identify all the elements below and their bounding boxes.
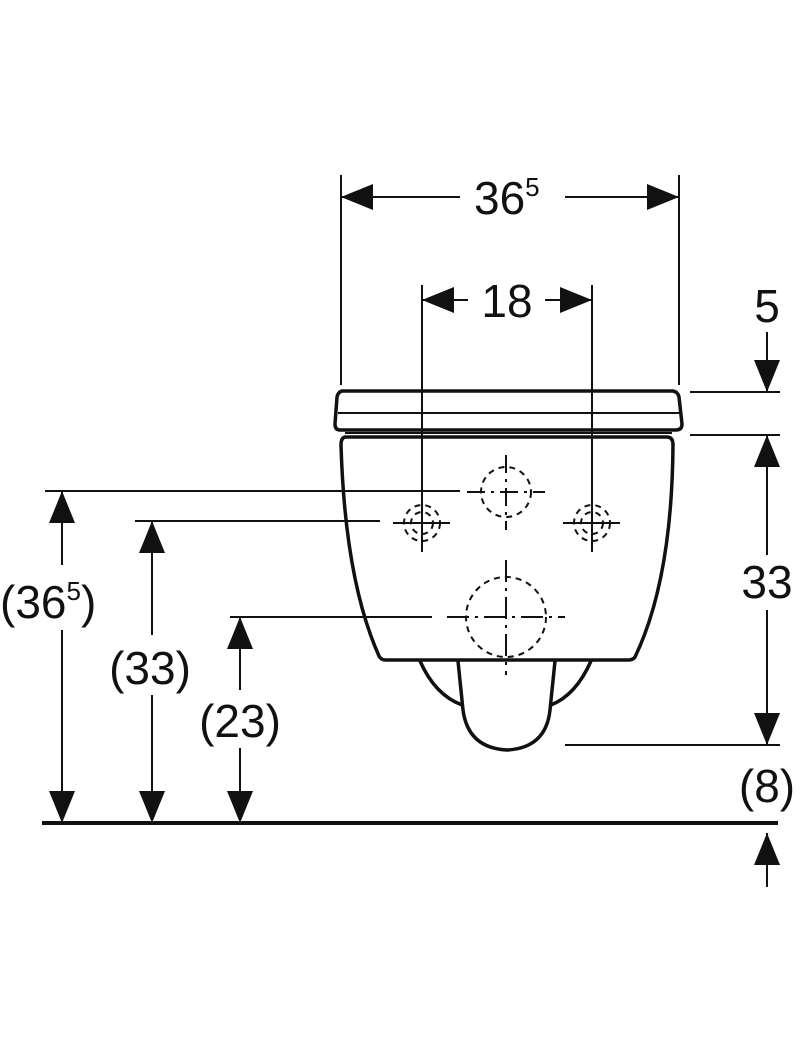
fixing-centres-label: 18: [481, 275, 532, 327]
pan-height-label: 33: [741, 556, 792, 608]
wc-outline: [333, 389, 684, 752]
floor-clearance-dimension: (8): [739, 760, 795, 887]
left-height-dimension-3: (23): [199, 616, 432, 823]
arrow-down-icon: [227, 791, 253, 823]
overall-width-label: 36: [474, 172, 525, 224]
left-height-3-label: (23): [199, 695, 281, 747]
seat-thickness-dimension: 5: [690, 280, 780, 436]
arrow-left-icon: [422, 287, 454, 313]
overall-width-dimension: 365: [340, 172, 680, 385]
arrow-down-icon: [139, 791, 165, 823]
seat-thickness-label: 5: [754, 280, 780, 332]
floor-clearance-label: (8): [739, 760, 795, 812]
arrow-down-icon: [754, 713, 780, 745]
right-fixing-point: [563, 495, 620, 552]
arrow-right-icon: [560, 287, 592, 313]
outlet-connection: [447, 560, 565, 675]
svg-text:(365): (365): [0, 576, 96, 628]
arrow-up-icon: [754, 435, 780, 467]
left-height-2-label: (33): [109, 642, 191, 694]
left-height-dimension-1: (365): [0, 490, 460, 823]
pan-height-dimension: 33: [565, 435, 793, 746]
svg-text:365: 365: [474, 172, 540, 224]
upper-centre-connection: [467, 455, 545, 530]
arrow-left-icon: [341, 184, 373, 210]
arrow-up-icon: [139, 521, 165, 553]
arrow-down-icon: [49, 791, 75, 823]
left-height-dimension-2: (33): [109, 520, 380, 823]
arrow-down-icon: [754, 360, 780, 392]
left-fixing-point: [393, 495, 450, 552]
arrow-up-icon: [754, 833, 780, 865]
arrow-right-icon: [647, 184, 679, 210]
arrow-up-icon: [227, 617, 253, 649]
arrow-up-icon: [49, 491, 75, 523]
